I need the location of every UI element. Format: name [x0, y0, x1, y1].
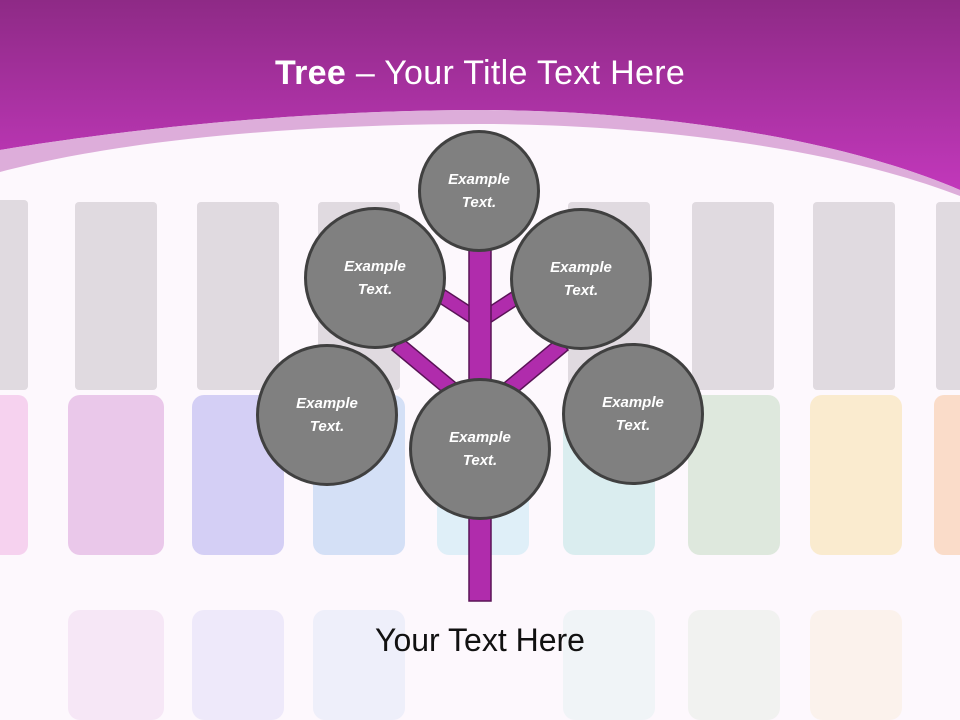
page-title: Tree – Your Title Text Here — [0, 54, 960, 93]
node-label: Example — [602, 394, 664, 411]
node-label: Example — [296, 395, 358, 412]
node-label: Example — [344, 258, 406, 275]
node-label: Text. — [357, 281, 393, 298]
node-label: Text. — [461, 194, 497, 211]
footer-text: Your Text Here — [375, 622, 585, 658]
node-label: Text. — [462, 452, 498, 469]
header-swoosh — [0, 110, 960, 196]
node-label: Text. — [309, 418, 345, 435]
node-label: Example — [448, 171, 510, 188]
node-label: Text. — [563, 282, 599, 299]
node-label: Text. — [615, 417, 651, 434]
title-bold: Tree — [274, 54, 347, 92]
node-label: Example — [449, 429, 511, 446]
header-band — [0, 0, 960, 190]
node-label: Example — [550, 259, 612, 276]
title-rest: – Your Title Text Here — [346, 54, 686, 92]
